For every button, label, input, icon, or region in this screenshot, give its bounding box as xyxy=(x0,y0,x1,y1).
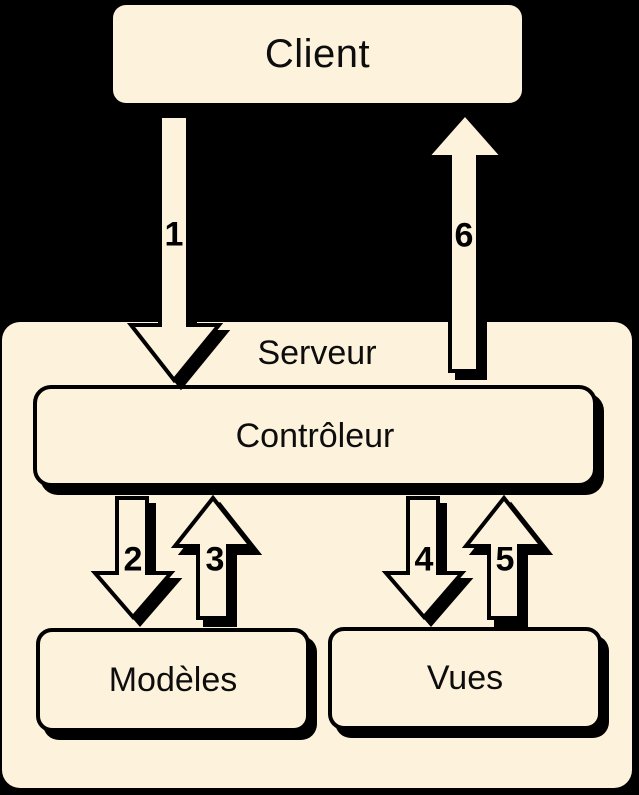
client-box: Client xyxy=(113,5,522,103)
models-box: Modèles xyxy=(36,628,310,732)
arrow-4-label: 4 xyxy=(414,540,434,579)
arrow-1-label: 1 xyxy=(164,215,184,254)
views-box: Vues xyxy=(328,627,602,730)
views-label: Vues xyxy=(426,659,504,697)
controller-label: Contrôleur xyxy=(235,416,395,455)
arrow-2-label: 2 xyxy=(123,540,143,579)
models-label: Modèles xyxy=(108,660,238,699)
server-label: Serveur xyxy=(257,334,377,372)
client-label: Client xyxy=(264,31,371,76)
arrow-3-label: 3 xyxy=(205,540,225,579)
arrow-6-label: 6 xyxy=(454,216,474,255)
controller-box: Contrôleur xyxy=(33,385,597,487)
arrow-5-label: 5 xyxy=(495,540,515,579)
